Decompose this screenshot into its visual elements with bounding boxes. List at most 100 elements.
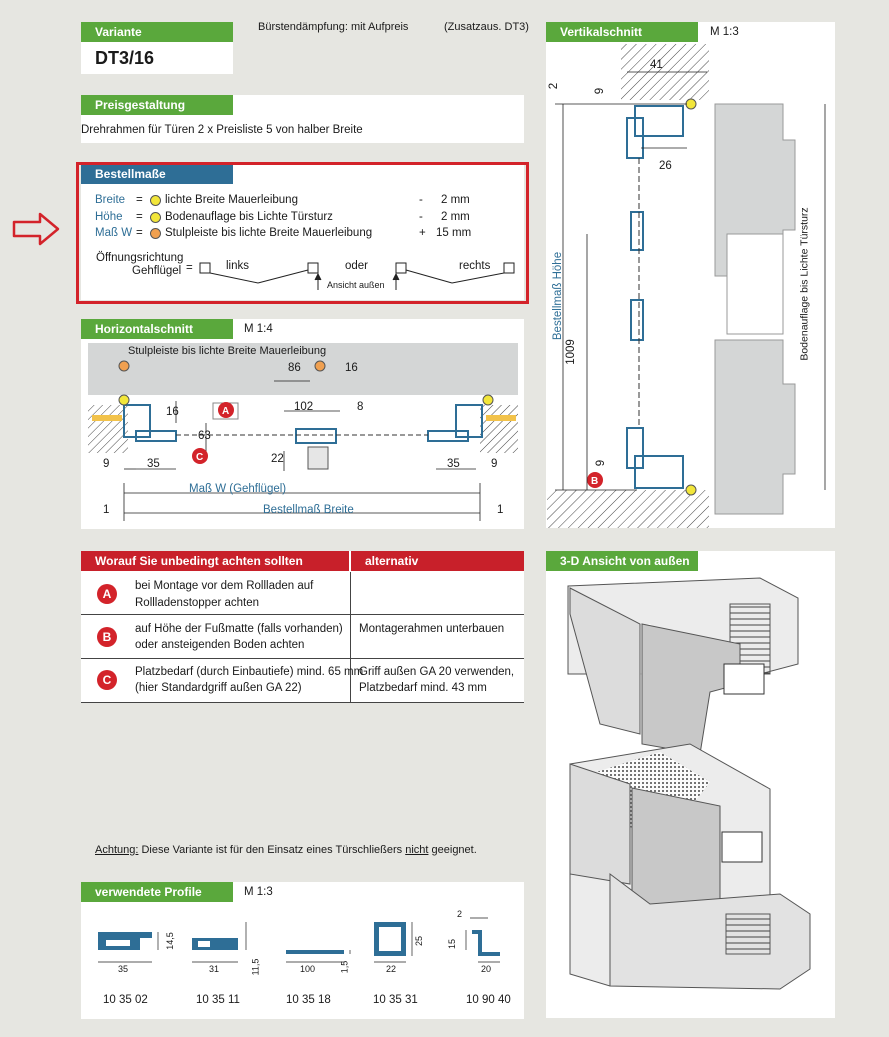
vertical-header: Vertikalschnitt — [546, 22, 698, 42]
profile-3-code: 10 35 18 — [286, 994, 331, 1006]
horizontal-header: Horizontalschnitt — [81, 319, 233, 339]
yellow-dot-icon — [150, 195, 161, 206]
achten-a-text1: bei Montage vor dem Rollladen auf — [135, 580, 314, 592]
horizontal-section-drawing: A C — [88, 343, 518, 521]
achten-c-alt1: Griff außen GA 20 verwenden, — [359, 666, 515, 678]
opening-links: links — [226, 260, 250, 272]
achten-c-text2: (hier Standardgriff außen GA 22) — [135, 682, 302, 694]
achten-a-text2: Rollladenstopper achten — [135, 597, 260, 609]
h-dim-16b: 16 — [166, 406, 179, 418]
term-massw: Maß W — [95, 227, 133, 239]
h-dim-16a: 16 — [345, 362, 358, 374]
h-dim-9b: 9 — [491, 458, 498, 470]
achten-c-alt2: Platzbedarf mind. 43 mm — [359, 682, 487, 694]
profile-header: verwendete Profile — [81, 882, 233, 902]
achten-b-text2: oder ansteigenden Boden achten — [135, 639, 305, 651]
vertical-section-drawing: B — [547, 44, 834, 528]
svg-text:A: A — [222, 406, 229, 417]
profile-1-h: 14,5 — [164, 932, 175, 950]
value-hoehe: 2 mm — [441, 211, 470, 223]
profile-shapes — [98, 917, 500, 963]
achten-panel: Worauf Sie unbedingt achten sollten alte… — [81, 551, 524, 702]
v-dim-9b: 9 — [595, 459, 608, 467]
h-stulp-label: Stulpleiste bis lichte Breite Mauerleibu… — [128, 345, 327, 357]
profile-5-w: 20 — [481, 964, 492, 974]
opening-oder: oder — [345, 260, 369, 272]
v-dim-41: 41 — [650, 59, 663, 71]
opening-rechts: rechts — [459, 260, 491, 272]
svg-text:B: B — [591, 476, 598, 487]
h-dim-63: 63 — [198, 430, 211, 442]
achten-c-text1: Platzbedarf (durch Einbautiefe) mind. 65… — [135, 666, 364, 678]
preis-header: Preisgestaltung — [81, 95, 233, 115]
mark-c-icon: C — [97, 670, 117, 690]
view3d-header: 3-D Ansicht von außen — [546, 551, 698, 571]
term-hoehe: Höhe — [95, 211, 123, 223]
achten-col-divider — [350, 572, 351, 702]
profile-scale: M 1:3 — [244, 886, 273, 898]
profile-4-code: 10 35 31 — [373, 994, 418, 1006]
h-dim-35a: 35 — [147, 458, 160, 470]
profile-3-w: 100 — [300, 964, 316, 974]
achten-row-divider — [81, 702, 524, 703]
term-breite: Breite — [95, 194, 126, 206]
eq-breite: = — [136, 194, 143, 206]
opening-ansicht: Ansicht außen — [327, 280, 385, 290]
mark-a-icon: A — [97, 584, 117, 604]
opening-eq: = — [186, 262, 193, 274]
sign-hoehe: - — [419, 211, 423, 223]
mark-b-icon: B — [97, 627, 117, 647]
v-dim-2: 2 — [548, 82, 561, 90]
achtung-label: Achtung: — [95, 844, 139, 856]
v-bestell-hoehe: Bestellmaß Höhe — [552, 251, 565, 341]
variante-panel: Variante DT3/16 — [81, 22, 233, 74]
profile-4-w: 22 — [386, 964, 397, 974]
desc-massw: Stulpleiste bis lichte Breite Mauerleibu… — [165, 227, 373, 239]
profile-2-h: 11,5 — [250, 958, 261, 976]
achten-b-text1: auf Höhe der Fußmatte (falls vorhanden) — [135, 623, 343, 635]
horizontal-scale: M 1:4 — [244, 323, 273, 335]
achten-alt-header: alternativ — [351, 551, 524, 571]
bestell-header: Bestellmaße — [81, 164, 233, 184]
achtung-text-post: geeignet. — [431, 844, 477, 856]
h-dim-22: 22 — [271, 453, 284, 465]
addon-note: (Zusatzaus. DT3) — [444, 21, 529, 33]
view3d-drawing — [567, 577, 811, 990]
profile-1-code: 10 35 02 — [103, 994, 148, 1006]
v-dim-1009: 1009 — [564, 339, 577, 365]
h-bestell-breite: Bestellmaß Breite — [263, 504, 354, 516]
achten-b-alt1: Montagerahmen unterbauen — [359, 623, 505, 635]
h-mass-w: Maß W (Gehflügel) — [189, 483, 287, 495]
vertical-scale: M 1:3 — [710, 26, 739, 38]
sign-massw: + — [419, 227, 426, 239]
achtung-text-pre: Diese Variante ist für den Einsatz eines… — [141, 844, 403, 856]
preis-panel: Preisgestaltung Drehrahmen für Türen 2 x… — [81, 95, 524, 143]
achtung-note: Achtung: Diese Variante ist für den Eins… — [95, 844, 477, 856]
value-breite: 2 mm — [441, 194, 470, 206]
pointer-arrow-icon — [12, 212, 60, 246]
h-dim-35b: 35 — [447, 458, 460, 470]
opening-direction-diagram — [199, 262, 515, 290]
h-dim-1b: 1 — [497, 504, 504, 516]
brush-note: Bürstendämpfung: mit Aufpreis — [258, 21, 409, 33]
profile-4-h: 25 — [414, 935, 425, 947]
v-dim-26: 26 — [659, 160, 672, 172]
h-dim-9a: 9 — [103, 458, 110, 470]
profile-5-h: 15 — [447, 938, 458, 950]
value-massw: 15 mm — [436, 227, 472, 239]
preis-text: Drehrahmen für Türen 2 x Preisliste 5 vo… — [81, 124, 363, 136]
profile-5-code: 10 90 40 — [466, 994, 511, 1006]
eq-hoehe: = — [136, 211, 143, 223]
yellow-dot-icon — [150, 212, 161, 223]
opening-label-1: Öffnungsrichtung — [96, 252, 184, 264]
v-boden-label: Bodenauflage bis Lichte Türsturz — [798, 207, 811, 361]
achten-row-divider — [81, 658, 524, 659]
profile-1-w: 35 — [118, 964, 129, 974]
profile-2-code: 10 35 11 — [196, 994, 240, 1006]
eq-massw: = — [136, 227, 143, 239]
achten-row-divider — [81, 614, 524, 615]
h-dim-8: 8 — [357, 401, 364, 413]
sign-breite: - — [419, 194, 423, 206]
h-dim-1a: 1 — [103, 504, 110, 516]
achten-header: Worauf Sie unbedingt achten sollten — [81, 551, 349, 571]
